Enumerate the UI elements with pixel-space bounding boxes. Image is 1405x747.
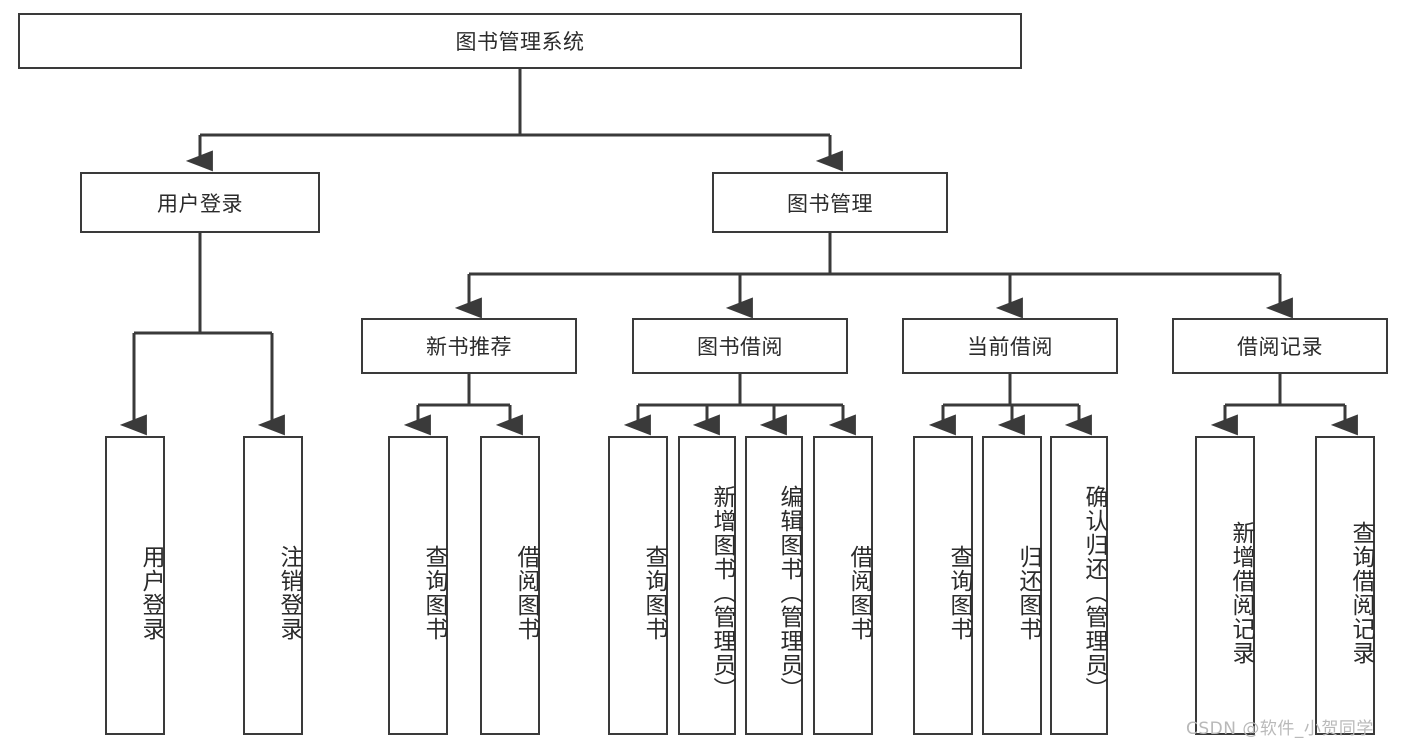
leaf-label: 注销登录 — [276, 544, 302, 641]
node-leaf-user-login[interactable]: 用户登录 — [105, 436, 165, 735]
node-user-login[interactable]: 用户登录 — [80, 172, 320, 233]
leaf-label: 查询借阅记录 — [1348, 520, 1374, 665]
csdn-watermark: CSDN @软件_小贺同学 — [1186, 719, 1374, 739]
node-new-book-recommend[interactable]: 新书推荐 — [361, 318, 577, 374]
node-leaf-query-book-3[interactable]: 查询图书 — [913, 436, 973, 735]
node-leaf-add-record[interactable]: 新增借阅记录 — [1195, 436, 1255, 735]
node-leaf-add-book[interactable]: 新增图书（管理员） — [678, 436, 736, 735]
node-book-management[interactable]: 图书管理 — [712, 172, 948, 233]
node-borrow-record[interactable]: 借阅记录 — [1172, 318, 1388, 374]
leaf-label: 借阅图书 — [846, 544, 872, 641]
leaf-label: 新增借阅记录 — [1228, 520, 1254, 665]
leaf-label: 编辑图书（管理员） — [776, 484, 802, 701]
node-leaf-query-record[interactable]: 查询借阅记录 — [1315, 436, 1375, 735]
node-leaf-confirm-return[interactable]: 确认归还（管理员） — [1050, 436, 1108, 735]
node-leaf-borrow-book-2[interactable]: 借阅图书 — [813, 436, 873, 735]
node-leaf-query-book-2[interactable]: 查询图书 — [608, 436, 668, 735]
node-root-system[interactable]: 图书管理系统 — [18, 13, 1022, 69]
leaf-label: 确认归还（管理员） — [1081, 484, 1107, 701]
node-leaf-return-book[interactable]: 归还图书 — [982, 436, 1042, 735]
leaf-label: 查询图书 — [641, 544, 667, 641]
node-leaf-query-book-1[interactable]: 查询图书 — [388, 436, 448, 735]
leaf-label: 新增图书（管理员） — [709, 484, 735, 701]
leaf-label: 查询图书 — [421, 544, 447, 641]
node-leaf-user-logout[interactable]: 注销登录 — [243, 436, 303, 735]
leaf-label: 查询图书 — [946, 544, 972, 641]
node-current-borrow[interactable]: 当前借阅 — [902, 318, 1118, 374]
leaf-label: 用户登录 — [138, 544, 164, 641]
node-leaf-edit-book[interactable]: 编辑图书（管理员） — [745, 436, 803, 735]
node-book-borrow[interactable]: 图书借阅 — [632, 318, 848, 374]
leaf-label: 归还图书 — [1015, 544, 1041, 641]
leaf-label: 借阅图书 — [513, 544, 539, 641]
node-leaf-borrow-book-1[interactable]: 借阅图书 — [480, 436, 540, 735]
